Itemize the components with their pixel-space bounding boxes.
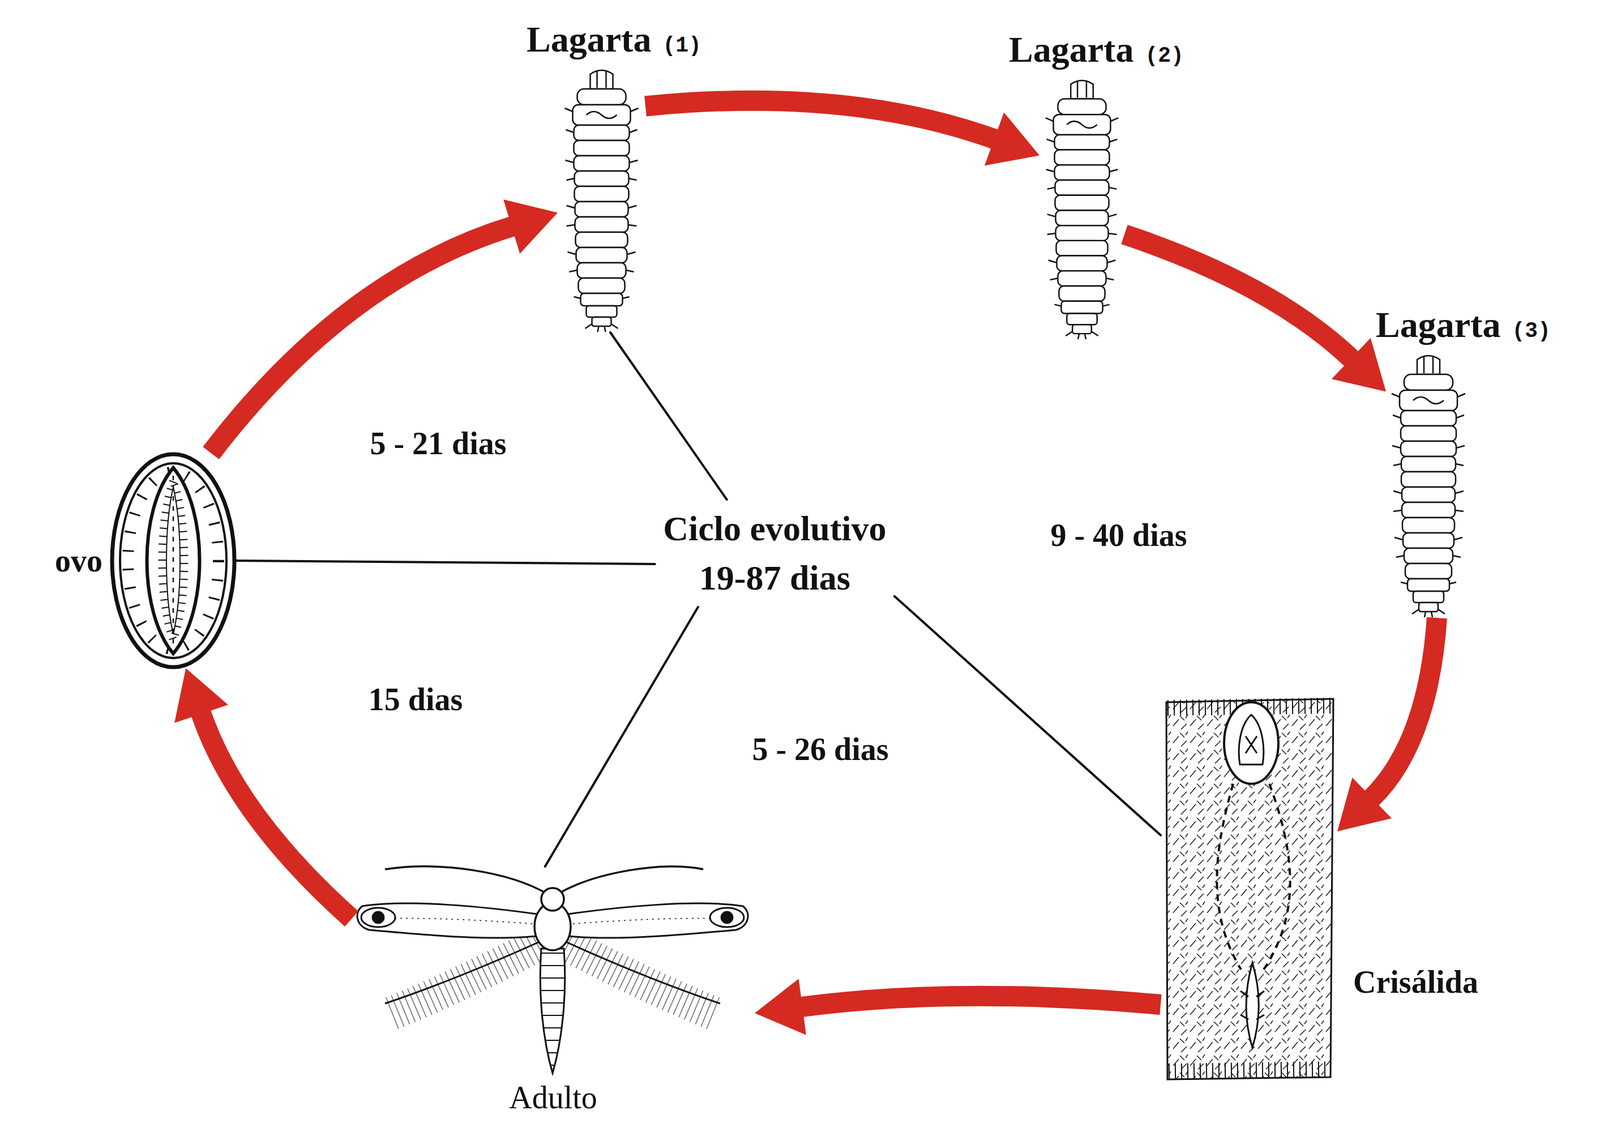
stage-arrow	[211, 199, 558, 453]
stage-label: Ciclo evolutivo19-87 dias	[655, 499, 895, 607]
stage-arrow	[645, 100, 1040, 166]
line-body	[610, 332, 727, 500]
stage-label: Lagarta (2)	[1008, 28, 1184, 71]
moth-figure	[357, 866, 748, 1073]
stage-arrow	[1337, 617, 1437, 832]
arrow-body	[1124, 234, 1353, 360]
adult-stage: Adulto	[351, 866, 755, 1076]
stage-label: Lagarta (1)	[526, 18, 702, 61]
duration-label: 5 - 26 dias	[751, 730, 889, 768]
stage-label: Adulto	[508, 1079, 598, 1116]
larva-stage: Lagarta(2)	[1039, 76, 1125, 340]
stage-name: Ciclo evolutivo	[662, 503, 887, 554]
stage-name: Lagarta	[526, 19, 652, 60]
larva-stage: Lagarta(3)	[1385, 351, 1471, 618]
arrow-head	[754, 978, 807, 1035]
leader-line	[545, 606, 699, 867]
stage-number: (3)	[1511, 318, 1551, 344]
cycle-center: Ciclo evolutivo19-87 dias	[655, 499, 895, 607]
arrow-head	[1331, 338, 1386, 392]
arrow-head	[503, 199, 558, 254]
stage-name: Adulto	[508, 1079, 598, 1115]
egg-stage: ovo	[110, 452, 237, 669]
stage-label: Lagarta (3)	[1375, 304, 1551, 346]
stage-number: (1)	[662, 33, 701, 58]
line-body	[545, 606, 699, 867]
leader-line	[610, 332, 727, 500]
egg-figure	[112, 454, 235, 667]
arrow-head	[1337, 777, 1392, 832]
arrow-body	[1370, 617, 1437, 799]
duration-label: 15 dias	[368, 681, 464, 718]
duration-label: 5 - 21 dias	[369, 425, 507, 462]
chrysalis-figure	[1166, 698, 1334, 1080]
stage-number: (2)	[1144, 43, 1184, 68]
duration-label: 9 - 40 dias	[1050, 516, 1187, 554]
arrow-head	[174, 668, 229, 724]
stage-number: 19-87 dias	[662, 553, 887, 603]
stage-arrow	[174, 668, 352, 919]
larva-figure	[565, 70, 1466, 618]
leader-line	[894, 596, 1161, 836]
line-body	[236, 560, 656, 564]
stage-arrow	[754, 978, 1161, 1035]
pupa-stage: Crisálida	[1160, 696, 1338, 1082]
stage-label: ovo	[54, 542, 103, 579]
stage-name: ovo	[54, 542, 103, 579]
stage-arrow	[1124, 234, 1386, 392]
arrow-head	[984, 112, 1040, 166]
stage-label: Crisálida	[1353, 963, 1479, 1000]
arrow-body	[800, 995, 1161, 1007]
arrow-body	[211, 225, 514, 453]
arrow-body	[200, 712, 352, 919]
stage-name: Crisálida	[1353, 964, 1479, 1000]
arrow-body	[645, 100, 996, 140]
line-body	[894, 596, 1161, 836]
stage-name: Lagarta	[1008, 29, 1134, 70]
larva-stage: Lagarta(1)	[557, 66, 646, 333]
stage-name: Lagarta	[1375, 304, 1501, 345]
leader-line	[236, 560, 656, 564]
